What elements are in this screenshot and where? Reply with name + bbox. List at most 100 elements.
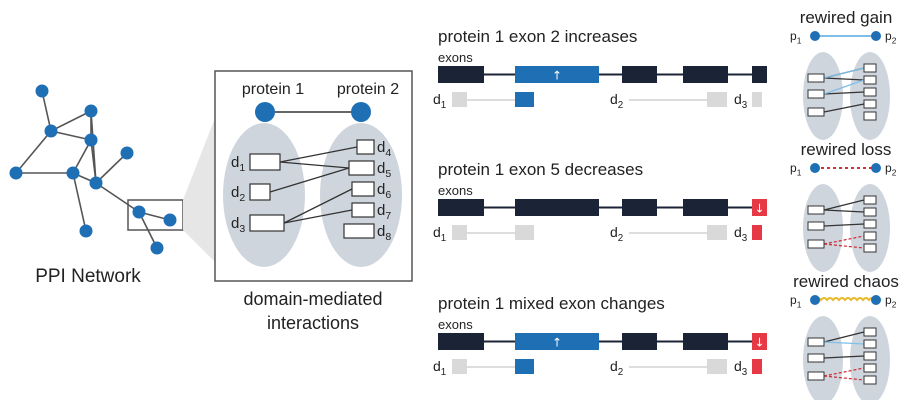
p2-node bbox=[871, 31, 881, 41]
ppi-edge bbox=[95, 182, 140, 213]
p2-label: p2 bbox=[885, 161, 897, 177]
domain-label: d2 bbox=[610, 358, 623, 378]
domain-label: d1 bbox=[231, 154, 245, 174]
exon-block bbox=[752, 199, 767, 216]
rewired-title: rewired chaos bbox=[793, 272, 899, 291]
domain-box bbox=[356, 139, 375, 155]
domain-box bbox=[807, 205, 825, 215]
domain-box bbox=[863, 363, 877, 373]
ppi-node bbox=[89, 176, 103, 190]
domain-block bbox=[707, 92, 727, 107]
domain-box bbox=[807, 89, 825, 99]
ppi-label: PPI Network bbox=[35, 266, 141, 287]
exons-label: exons bbox=[438, 183, 473, 198]
down-arrow-icon: ↓ bbox=[754, 336, 764, 350]
ppi-network: PPI Network bbox=[9, 84, 184, 287]
exon-panel-title: protein 1 mixed exon changes bbox=[438, 294, 665, 313]
domain-block bbox=[515, 225, 534, 240]
domain-box bbox=[807, 239, 825, 249]
protein-link bbox=[814, 297, 882, 302]
inset-caption-line-1: domain-mediated bbox=[243, 289, 382, 309]
domain-box bbox=[863, 207, 877, 217]
rewired-link bbox=[823, 223, 865, 227]
domain-box bbox=[807, 337, 825, 347]
rewired-link bbox=[823, 77, 865, 81]
domain-block bbox=[707, 359, 727, 374]
p1-node bbox=[810, 163, 820, 173]
domain-label: d1 bbox=[433, 91, 446, 111]
domain-label: d3 bbox=[231, 215, 245, 235]
exon-block bbox=[683, 66, 728, 83]
rewired-link bbox=[823, 103, 865, 113]
rewired-link bbox=[823, 67, 865, 79]
ppi-nodes bbox=[9, 84, 177, 255]
down-arrow-icon: ↓ bbox=[754, 202, 764, 216]
ppi-node bbox=[35, 84, 49, 98]
ppi-edge bbox=[50, 110, 92, 132]
domain-interaction-line bbox=[283, 188, 353, 224]
domain-box bbox=[351, 202, 375, 218]
domain-box bbox=[863, 243, 877, 253]
ppi-edge bbox=[15, 130, 52, 174]
exon-panel-title: protein 1 exon 5 decreases bbox=[438, 160, 643, 179]
domain-box bbox=[249, 153, 281, 171]
domain-label: d2 bbox=[231, 184, 245, 204]
exons-label: exons bbox=[438, 50, 473, 65]
p1-node bbox=[810, 31, 820, 41]
domain-box bbox=[351, 181, 375, 197]
domain-label: d3 bbox=[734, 358, 748, 378]
domain-box bbox=[863, 327, 877, 337]
domain-block bbox=[452, 225, 467, 240]
up-arrow-icon: ↑ bbox=[552, 336, 562, 350]
zoom-projection bbox=[183, 118, 215, 262]
exon-block bbox=[752, 333, 767, 350]
ppi-edge bbox=[95, 152, 128, 184]
p2-node bbox=[871, 163, 881, 173]
rewired-link bbox=[823, 199, 865, 211]
domain-block bbox=[752, 92, 762, 107]
ppi-edge bbox=[90, 139, 97, 184]
domain-box bbox=[863, 219, 877, 229]
ppi-node bbox=[79, 224, 93, 238]
exon-block bbox=[752, 66, 767, 83]
rewired-link bbox=[823, 375, 865, 381]
exon-panel-title: protein 1 exon 2 increases bbox=[438, 27, 637, 46]
exon-block bbox=[515, 199, 599, 216]
domain-interaction-line bbox=[279, 161, 350, 169]
ppi-node bbox=[150, 241, 164, 255]
domain-block bbox=[752, 359, 762, 374]
domain-box bbox=[807, 371, 825, 381]
domain-label: d1 bbox=[433, 358, 446, 378]
domain-box bbox=[807, 107, 825, 117]
p2-label: p2 bbox=[885, 29, 897, 45]
domain-box bbox=[249, 214, 285, 232]
protein-2-label: protein 2 bbox=[337, 81, 399, 98]
domain-label: d3 bbox=[734, 91, 748, 111]
rewired-link bbox=[823, 331, 865, 343]
p1-label: p1 bbox=[790, 161, 802, 177]
rewired-link bbox=[823, 209, 865, 213]
domain-block bbox=[515, 92, 534, 107]
exon-block bbox=[683, 333, 728, 350]
domain-box bbox=[863, 87, 877, 97]
exon-block bbox=[622, 199, 657, 216]
domain-interactions bbox=[269, 146, 358, 224]
domain-label: d5 bbox=[377, 160, 391, 180]
rewired-link bbox=[823, 355, 865, 359]
domain-box bbox=[807, 221, 825, 231]
exon-block bbox=[438, 66, 484, 83]
domain-block bbox=[452, 359, 467, 374]
exon-block bbox=[515, 66, 599, 83]
ppi-node bbox=[84, 104, 98, 118]
ppi-edge bbox=[41, 90, 52, 132]
protein-2-node bbox=[351, 102, 371, 122]
domain-box bbox=[863, 75, 877, 85]
domain-interaction-line bbox=[279, 146, 358, 163]
